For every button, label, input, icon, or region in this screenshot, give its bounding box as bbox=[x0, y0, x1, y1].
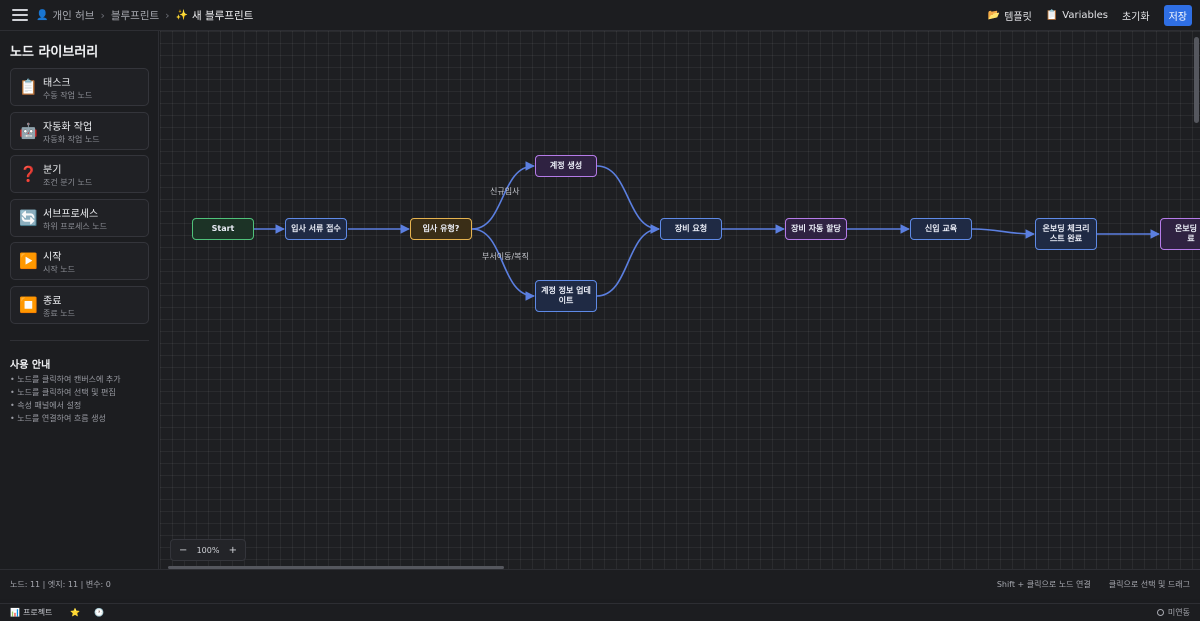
node-equipment-request[interactable]: 장비 요청 bbox=[660, 218, 722, 240]
clock-icon: 🕐 bbox=[94, 608, 105, 617]
guide-list: • 노드를 클릭하여 캔버스에 추가 • 노드를 클릭하여 선택 및 편집 • … bbox=[10, 373, 121, 425]
breadcrumb-blueprints[interactable]: 블루프린트 bbox=[111, 8, 159, 23]
horizontal-scrollbar[interactable] bbox=[168, 566, 504, 569]
status-bar: 노드: 11 | 엣지: 11 | 변수: 0 Shift + 클릭으로 노드 … bbox=[0, 569, 1200, 599]
vertical-scrollbar[interactable] bbox=[1194, 37, 1199, 123]
connection-status: 미연동 bbox=[1156, 607, 1190, 618]
folder-icon: 📂 bbox=[987, 9, 1001, 21]
play-icon: ▶️ bbox=[19, 252, 38, 270]
variables-button[interactable]: 📋 Variables bbox=[1046, 10, 1108, 21]
guide-item: • 속성 패널에서 설정 bbox=[10, 401, 82, 410]
breadcrumb-new-blueprint: ✨ 새 블루프린트 bbox=[176, 8, 254, 23]
library-item-name: 자동화 작업 bbox=[43, 121, 93, 133]
node-document-intake[interactable]: 입사 서류 접수 bbox=[285, 218, 347, 240]
zoom-control: − 100% + bbox=[170, 539, 246, 561]
breadcrumb-personal-hub[interactable]: 👤 개인 허브 bbox=[36, 8, 94, 23]
library-item-desc: 하위 프로세스 노드 bbox=[43, 221, 107, 231]
node-onboarding-checklist[interactable]: 온보딩 체크리 스트 완료 bbox=[1035, 218, 1097, 250]
guide-item: • 노드를 클릭하여 선택 및 편집 bbox=[10, 388, 116, 397]
library-item-desc: 자동화 작업 노드 bbox=[43, 134, 100, 144]
edge-type-account[interactable] bbox=[471, 161, 535, 230]
sidebar-divider bbox=[10, 340, 149, 341]
zoom-out-button[interactable]: − bbox=[179, 544, 188, 556]
menu-icon[interactable] bbox=[12, 9, 28, 21]
library-item-name: 종료 bbox=[43, 295, 62, 307]
library-item-name: 분기 bbox=[43, 164, 62, 176]
node-equipment-auto-assign[interactable]: 장비 자동 할당 bbox=[785, 218, 847, 240]
sparkles-icon: ✨ bbox=[175, 9, 189, 21]
edge-layer bbox=[254, 161, 1160, 301]
node-start[interactable]: Start bbox=[192, 218, 254, 240]
guide-item: • 노드를 연결하여 흐름 생성 bbox=[10, 414, 106, 423]
edge-update-equip[interactable] bbox=[596, 224, 660, 297]
hint-connect: Shift + 클릭으로 노드 연결 bbox=[996, 580, 1091, 589]
project-button[interactable]: 📊 프로젝트 bbox=[10, 607, 52, 618]
status-counts: 노드: 11 | 엣지: 11 | 변수: 0 bbox=[10, 580, 111, 589]
library-item-name: 시작 bbox=[43, 251, 62, 263]
zoom-in-button[interactable]: + bbox=[228, 544, 237, 556]
edge-training-checklist[interactable] bbox=[971, 228, 1035, 239]
library-item-desc: 시작 노드 bbox=[43, 264, 75, 274]
chart-icon: 📊 bbox=[10, 608, 20, 617]
node-new-hire-training[interactable]: 신입 교육 bbox=[910, 218, 972, 240]
top-bar: 👤 개인 허브 › 블루프린트 › ✨ 새 블루프린트 📂 템플릿 📋 Vari… bbox=[0, 0, 1200, 31]
library-item-desc: 수동 작업 노드 bbox=[43, 90, 93, 100]
node-onboarding-complete[interactable]: 온보딩 완 료 bbox=[1160, 218, 1200, 250]
library-item-desc: 종료 노드 bbox=[43, 308, 75, 318]
node-create-account[interactable]: 계정 생성 bbox=[535, 155, 597, 177]
library-item-desc: 조건 분기 노드 bbox=[43, 177, 93, 187]
status-dot-icon bbox=[1156, 609, 1164, 616]
favorite-button[interactable]: ⭐ bbox=[70, 608, 80, 617]
breadcrumb-label: 개인 허브 bbox=[52, 9, 95, 22]
reset-button[interactable]: 초기화 bbox=[1121, 11, 1150, 23]
bottom-bar: 📊 프로젝트 ⭐ 🕐 미연동 bbox=[0, 603, 1200, 621]
chevron-right-icon: › bbox=[165, 8, 170, 22]
stop-icon: ⏹️ bbox=[19, 296, 38, 314]
edge-account-equip[interactable] bbox=[596, 165, 660, 234]
library-item-name: 태스크 bbox=[43, 77, 71, 89]
hint-select: 클릭으로 선택 및 드래그 bbox=[1108, 580, 1190, 589]
robot-icon: 🤖 bbox=[19, 122, 38, 140]
guide-title: 사용 안내 bbox=[10, 360, 51, 371]
project-label: 프로젝트 bbox=[22, 608, 53, 617]
refresh-icon: 🔄 bbox=[19, 209, 38, 227]
edge-label-transfer: 부서이동/복직 bbox=[482, 252, 529, 261]
connection-status-label: 미연동 bbox=[1167, 608, 1190, 617]
sidebar-title: 노드 라이브러리 bbox=[10, 45, 99, 60]
edge-type-update[interactable] bbox=[471, 228, 535, 301]
templates-label: 템플릿 bbox=[1004, 11, 1032, 23]
node-update-account[interactable]: 계정 정보 업데 이트 bbox=[535, 280, 597, 312]
status-hints: Shift + 클릭으로 노드 연결 클릭으로 선택 및 드래그 bbox=[997, 579, 1190, 590]
top-actions: 📂 템플릿 📋 Variables 초기화 저장 bbox=[988, 4, 1192, 26]
breadcrumb-label: 새 블루프린트 bbox=[192, 9, 254, 22]
library-item-name: 서브프로세스 bbox=[43, 208, 99, 220]
save-button[interactable]: 저장 bbox=[1163, 4, 1192, 26]
edge-label-new-hire: 신규입사 bbox=[490, 187, 520, 196]
templates-button[interactable]: 📂 템플릿 bbox=[988, 8, 1032, 23]
history-button[interactable]: 🕐 bbox=[94, 608, 104, 617]
clipboard-icon: 📋 bbox=[19, 78, 38, 96]
user-icon: 👤 bbox=[36, 9, 49, 21]
guide-item: • 노드를 클릭하여 캔버스에 추가 bbox=[10, 375, 121, 384]
blueprint-canvas[interactable]: Start 입사 서류 접수 입사 유형? 계정 생성 계정 정보 업데 이트 … bbox=[160, 31, 1200, 569]
breadcrumb: 👤 개인 허브 › 블루프린트 › ✨ 새 블루프린트 bbox=[36, 8, 253, 23]
clipboard-icon: 📋 bbox=[1045, 9, 1059, 21]
zoom-level: 100% bbox=[196, 545, 220, 555]
node-hire-type-decision[interactable]: 입사 유형? bbox=[410, 218, 472, 240]
variables-label: Variables bbox=[1062, 9, 1108, 21]
star-icon: ⭐ bbox=[70, 608, 81, 617]
question-icon: ❓ bbox=[19, 165, 38, 183]
breadcrumb-label: 블루프린트 bbox=[110, 9, 160, 22]
chevron-right-icon: › bbox=[100, 8, 105, 22]
